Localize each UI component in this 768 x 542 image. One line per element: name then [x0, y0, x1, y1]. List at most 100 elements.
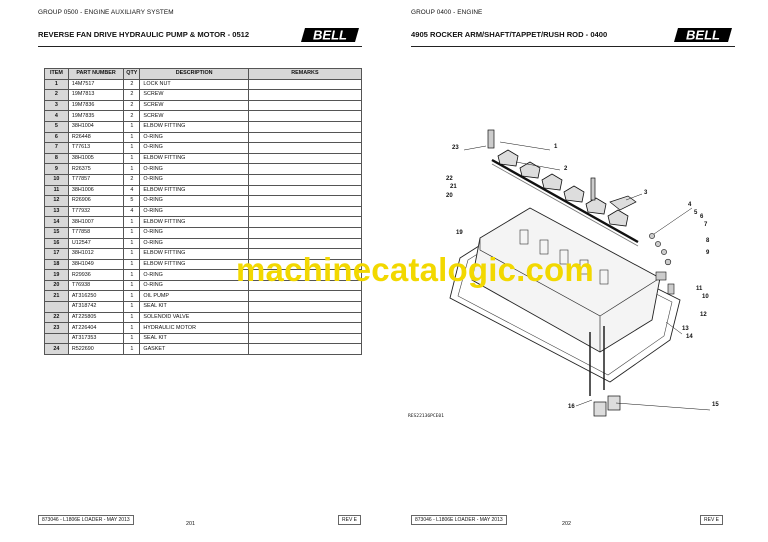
- cell-item: 22: [44, 311, 69, 324]
- cell-description: LOCK NUT: [139, 78, 249, 91]
- cell-remarks: [247, 237, 363, 250]
- callout-19: 19: [456, 230, 463, 236]
- cell-part-number: 38H1049: [67, 258, 125, 271]
- cell-part-number: T77932: [67, 205, 125, 218]
- bell-logo: BELL: [674, 28, 732, 43]
- cell-item: 17: [44, 248, 69, 260]
- rocker-arm-diagram: 23 1 2 22 21 20 3 19 4 5 6 7 8 9 10 11 1…: [446, 129, 719, 417]
- cell-qty: 2: [123, 89, 141, 101]
- cell-item: 2: [44, 89, 69, 101]
- cell-item: 11: [44, 184, 69, 197]
- cell-description: O-RING: [139, 142, 249, 154]
- cell-item: 16: [44, 237, 69, 250]
- cell-item: 12: [44, 195, 69, 207]
- cell-qty: 1: [123, 258, 141, 271]
- cell-part-number: 19M7835: [67, 110, 125, 122]
- cell-description: SOLENOID VALVE: [139, 311, 249, 324]
- cell-remarks: [247, 290, 363, 303]
- cell-remarks: [247, 120, 363, 133]
- cell-qty: 1: [123, 301, 141, 313]
- cell-part-number: 38H1004: [67, 120, 125, 133]
- cell-remarks: [247, 248, 363, 260]
- cell-qty: 1: [123, 131, 141, 144]
- cell-qty: 1: [123, 163, 141, 175]
- callout-23: 23: [452, 145, 459, 151]
- cell-description: O-RING: [139, 279, 249, 292]
- cell-part-number: AT317353: [67, 332, 125, 345]
- cell-description: GASKET: [139, 343, 249, 356]
- cell-remarks: [247, 269, 363, 281]
- cell-remarks: [247, 152, 363, 165]
- cell-part-number: 38H1006: [67, 184, 125, 197]
- cell-qty: 4: [123, 184, 141, 197]
- page-number: 201: [186, 521, 195, 527]
- cell-remarks: [247, 184, 363, 197]
- cell-remarks: [247, 163, 363, 175]
- diagram-code: RES22136PCE01: [408, 414, 444, 419]
- cell-qty: 1: [123, 279, 141, 292]
- callout-7: 7: [704, 222, 708, 228]
- cell-qty: 1: [123, 332, 141, 345]
- cell-remarks: [247, 332, 363, 345]
- cell-qty: 1: [123, 152, 141, 165]
- cell-item: 14: [44, 216, 69, 228]
- cell-qty: 1: [123, 248, 141, 260]
- cell-item: 6: [44, 131, 69, 144]
- rocker-shaft: [491, 158, 639, 244]
- callout-16: 16: [568, 404, 575, 410]
- cell-item: 13: [44, 205, 69, 218]
- cell-part-number: U12547: [67, 237, 125, 250]
- cell-item: 1: [44, 78, 69, 91]
- cell-item: 7: [44, 142, 69, 154]
- group-heading: GROUP 0400 - ENGINE: [411, 9, 483, 16]
- callout-8: 8: [706, 238, 710, 244]
- cell-part-number: T77858: [67, 226, 125, 239]
- section-title: REVERSE FAN DRIVE HYDRAULIC PUMP & MOTOR…: [38, 30, 250, 39]
- cell-item: 9: [44, 163, 69, 175]
- left-page: GROUP 0500 - ENGINE AUXILIARY SYSTEM REV…: [38, 9, 363, 527]
- cell-description: SCREW: [139, 99, 249, 112]
- cell-qty: 1: [123, 311, 141, 324]
- header-part-number: PART NUMBER: [67, 68, 125, 80]
- cell-qty: 4: [123, 205, 141, 218]
- cell-qty: 1: [123, 269, 141, 281]
- cell-remarks: [247, 279, 363, 292]
- callout-1: 1: [554, 144, 558, 150]
- cell-remarks: [247, 311, 363, 324]
- cell-remarks: [247, 78, 363, 91]
- callout-10: 10: [702, 294, 709, 300]
- page-number: 202: [562, 521, 571, 527]
- cell-description: SCREW: [139, 89, 249, 101]
- cell-qty: 1: [123, 142, 141, 154]
- cell-qty: 1: [123, 120, 141, 133]
- cell-description: SEAL KIT: [139, 332, 249, 345]
- cell-part-number: 38H1012: [67, 248, 125, 260]
- cell-remarks: [247, 89, 363, 101]
- callout-20: 20: [446, 193, 453, 199]
- callout-6: 6: [700, 214, 704, 220]
- cell-part-number: R26906: [67, 195, 125, 207]
- cell-item: 21: [44, 290, 69, 303]
- doc-reference: 873046 - L1806E LOADER - MAY 2013: [38, 515, 134, 525]
- header-item: ITEM: [44, 68, 69, 80]
- cell-part-number: T76938: [67, 279, 125, 292]
- cell-remarks: [247, 322, 363, 334]
- cell-description: OIL PUMP: [139, 290, 249, 303]
- callout-5: 5: [694, 210, 698, 216]
- group-heading: GROUP 0500 - ENGINE AUXILIARY SYSTEM: [38, 9, 174, 16]
